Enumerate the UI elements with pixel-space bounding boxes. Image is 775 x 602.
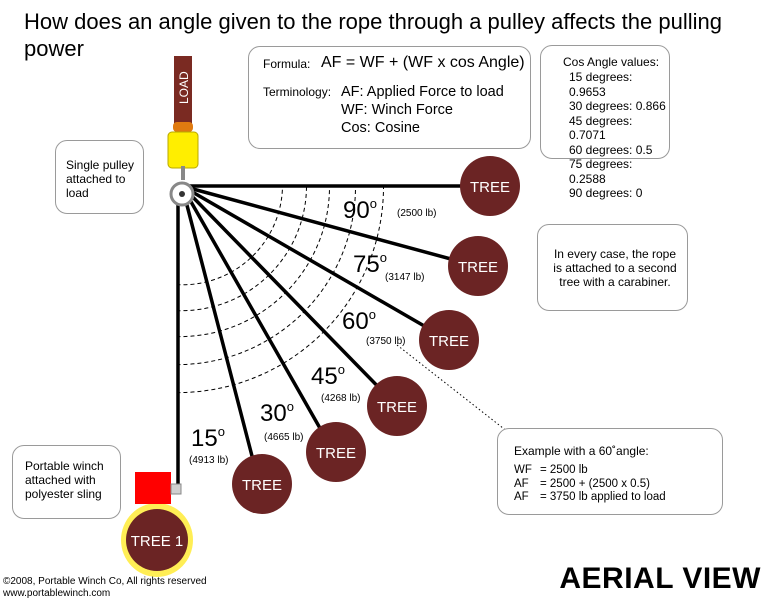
svg-text:TREE: TREE — [470, 179, 510, 196]
cos-row: 15 degrees: 0.9653 — [569, 70, 633, 99]
pulley-axle — [179, 191, 185, 197]
formula-label: Formula: — [263, 57, 311, 71]
cos-list: 15 degrees: 0.9653 30 degrees: 0.866 45 … — [569, 70, 669, 201]
carabiner-note-box: In every case, the rope is attached to a… — [537, 224, 688, 311]
terminology-list: AF: Applied Force to load WF: Winch Forc… — [341, 83, 504, 137]
cos-values-box: Cos Angle values: 15 degrees: 0.9653 30 … — [540, 45, 670, 200]
tree-75: TREE — [448, 236, 508, 296]
formula-text: AF = WF + (WF x cos Angle) — [321, 54, 525, 71]
website-line: www.portablewinch.com — [3, 588, 111, 599]
load-block — [174, 56, 192, 130]
svg-text:90o: 90o — [343, 196, 377, 224]
svg-text:(4913 lb): (4913 lb) — [189, 455, 228, 466]
carabiner-note: In every case, the rope is attached to a… — [553, 247, 677, 289]
cos-row: 75 degrees: 0.2588 — [569, 157, 633, 186]
angle-label-15: 15o (4913 lb) — [189, 424, 228, 466]
view-label: AERIAL VIEW — [559, 562, 761, 595]
anchor-tree-label: TREE 1 — [131, 533, 184, 550]
tree-90: TREE — [460, 156, 520, 216]
terminology-label: Terminology: — [263, 85, 332, 99]
copyright-line: ©2008, Portable Winch Co, All rights res… — [3, 576, 207, 587]
angle-label-90: 90o (2500 lb) — [343, 196, 436, 224]
svg-text:45o: 45o — [311, 362, 345, 390]
tree-15: TREE — [232, 454, 292, 514]
cos-row: 60 degrees: 0.5 — [569, 142, 653, 157]
angle-arc — [176, 185, 357, 366]
example-line: AF= 3750 lb applied to load — [514, 491, 666, 503]
cos-row: 90 degrees: 0 — [569, 186, 643, 200]
trees: TREE TREE TREE TREE TREE TREE — [232, 156, 520, 514]
svg-text:(4665 lb): (4665 lb) — [264, 432, 303, 443]
svg-text:15o: 15o — [191, 424, 225, 452]
rope-75 — [180, 184, 475, 267]
winch-note: Portable winch attached with polyester s… — [25, 459, 104, 501]
term-af: AF: Applied Force to load — [341, 84, 504, 100]
load-label: LOAD — [177, 71, 191, 104]
pulley-yellow-block — [167, 131, 199, 169]
angle-labels: 90o (2500 lb) 75o (3147 lb) 60o (3750 lb… — [189, 196, 436, 466]
copyright: ©2008, Portable Winch Co, All rights res… — [3, 576, 207, 600]
cos-heading: Cos Angle values: — [563, 55, 660, 69]
term-wf: WF: Winch Force — [341, 102, 453, 118]
pulley-note-box: Single pulley attached to load — [55, 140, 144, 214]
cos-row: 30 degrees: 0.866 — [569, 99, 666, 113]
tree-60: TREE — [419, 310, 479, 370]
pulley-note: Single pulley attached to load — [66, 158, 135, 200]
example-lines: WF= 2500 lb AF= 2500 + (2500 x 0.5) AF= … — [514, 464, 666, 505]
cos-row: 45 degrees: 0.7071 — [569, 113, 633, 143]
svg-text:75o: 75o — [353, 250, 387, 278]
formula-box: Formula: AF = WF + (WF x cos Angle) Term… — [248, 46, 531, 149]
angle-label-45: 45o (4268 lb) — [311, 362, 360, 404]
winch-note-box: Portable winch attached with polyester s… — [12, 445, 121, 519]
rope-30 — [180, 184, 335, 453]
svg-text:TREE: TREE — [458, 259, 498, 276]
example-box: Example with a 60˚angle: WF= 2500 lb AF=… — [497, 428, 723, 515]
svg-text:TREE: TREE — [377, 399, 417, 416]
page-title: How does an angle given to the rope thro… — [24, 9, 722, 61]
rope-60 — [180, 184, 447, 340]
tree-30: TREE — [306, 422, 366, 482]
svg-text:TREE: TREE — [429, 333, 469, 350]
svg-text:30o: 30o — [260, 399, 294, 427]
winch-spool — [170, 483, 182, 495]
angle-label-75: 75o (3147 lb) — [353, 250, 424, 283]
tree-45: TREE — [367, 376, 427, 436]
example-heading: Example with a 60˚angle: — [514, 444, 649, 458]
anchor-tree — [126, 509, 188, 571]
angle-label-60: 60o (3750 lb) — [342, 307, 405, 347]
example-line: WF= 2500 lb — [514, 464, 588, 476]
svg-text:60o: 60o — [342, 307, 376, 335]
angle-label-30: 30o (4665 lb) — [260, 399, 303, 443]
rope-45 — [180, 184, 397, 406]
term-cos: Cos: Cosine — [341, 120, 420, 136]
svg-text:(3750 lb): (3750 lb) — [366, 336, 405, 347]
example-line: AF= 2500 + (2500 x 0.5) — [514, 477, 650, 490]
winch-block — [135, 472, 171, 504]
svg-text:(4268 lb): (4268 lb) — [321, 393, 360, 404]
svg-text:TREE: TREE — [242, 477, 282, 494]
ropes — [176, 184, 490, 492]
load-shackle — [173, 122, 193, 132]
svg-text:(2500 lb): (2500 lb) — [397, 208, 436, 219]
rope-15 — [180, 184, 261, 485]
svg-text:TREE: TREE — [316, 445, 356, 462]
svg-text:(3147 lb): (3147 lb) — [385, 272, 424, 283]
